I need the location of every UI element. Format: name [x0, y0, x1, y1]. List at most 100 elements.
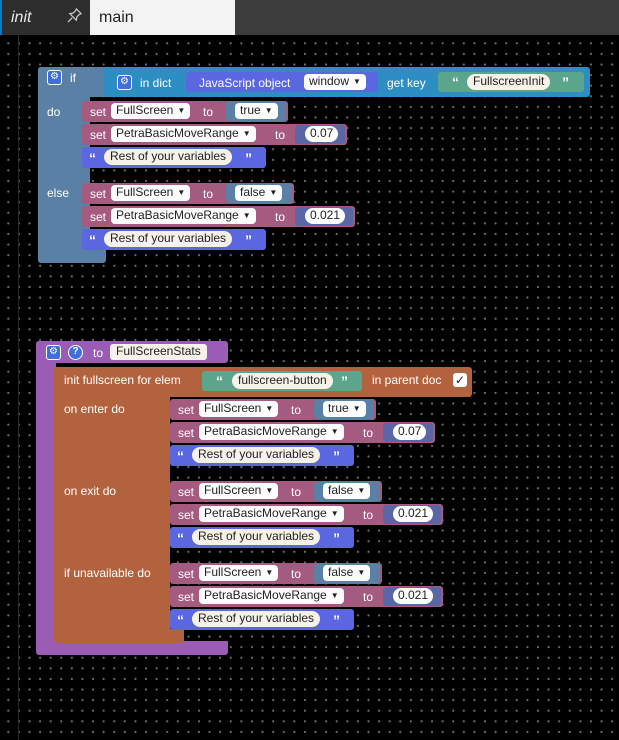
- close-quote-icon: ”: [245, 150, 252, 166]
- comment-text-field[interactable]: Rest of your variables: [192, 447, 321, 463]
- variable-dropdown[interactable]: FullScreen▼: [111, 103, 191, 119]
- set-label: set: [178, 485, 195, 499]
- open-quote-icon: “: [177, 612, 184, 628]
- open-quote-icon: “: [89, 150, 96, 166]
- in-dict-label: in dict: [140, 76, 172, 90]
- chevron-down-icon: ▼: [177, 106, 186, 115]
- comment-text-field[interactable]: Rest of your variables: [104, 231, 233, 247]
- close-quote-icon: ”: [333, 612, 340, 628]
- get-key-label: get key: [387, 76, 426, 90]
- to-label: to: [363, 590, 374, 604]
- boolean-value: false: [240, 185, 266, 199]
- set-label: set: [90, 210, 107, 224]
- variable-dropdown[interactable]: PetraBasicMoveRange▼: [111, 126, 256, 142]
- variable-dropdown[interactable]: PetraBasicMoveRange▼: [199, 588, 344, 604]
- variable-name: PetraBasicMoveRange: [204, 588, 327, 602]
- chevron-down-icon: ▼: [264, 106, 273, 115]
- key-text-field[interactable]: FullscreenInit: [467, 74, 551, 90]
- help-icon[interactable]: ?: [68, 345, 83, 360]
- chevron-down-icon: ▼: [330, 591, 339, 600]
- to-label: to: [291, 567, 302, 581]
- number-field[interactable]: 0.021: [393, 588, 434, 604]
- chevron-down-icon: ▼: [242, 129, 251, 138]
- on-enter-label: on enter do: [64, 402, 125, 416]
- number-field[interactable]: 0.07: [393, 424, 427, 440]
- to-label: to: [93, 346, 104, 360]
- tab-init[interactable]: init: [0, 0, 90, 35]
- variable-name: FullScreen: [204, 565, 262, 579]
- procedure-footer: [36, 641, 228, 655]
- chevron-down-icon: ▼: [353, 77, 361, 86]
- tab-main[interactable]: main: [90, 0, 235, 35]
- boolean-value: true: [240, 103, 261, 117]
- comment-text-field[interactable]: Rest of your variables: [192, 611, 321, 627]
- variable-dropdown[interactable]: PetraBasicMoveRange▼: [199, 506, 344, 522]
- parent-doc-checkbox[interactable]: ✓: [453, 373, 467, 387]
- comment-text-field[interactable]: Rest of your variables: [104, 149, 233, 165]
- close-quote-icon: ”: [333, 448, 340, 464]
- boolean-value: true: [328, 401, 349, 415]
- set-label: set: [178, 567, 195, 581]
- chevron-down-icon: ▼: [357, 486, 366, 495]
- boolean-dropdown[interactable]: false▼: [235, 185, 283, 201]
- close-quote-icon: ”: [245, 232, 252, 248]
- variable-dropdown[interactable]: PetraBasicMoveRange▼: [199, 424, 344, 440]
- open-quote-icon: “: [177, 448, 184, 464]
- gear-icon[interactable]: ⚙: [117, 75, 132, 90]
- close-quote-icon: ”: [562, 74, 569, 90]
- init-fullscreen-label: init fullscreen for elem: [64, 373, 181, 387]
- chevron-down-icon: ▼: [265, 568, 274, 577]
- chevron-down-icon: ▼: [242, 211, 251, 220]
- close-quote-icon: ”: [333, 530, 340, 546]
- gear-icon[interactable]: ⚙: [46, 345, 61, 360]
- tab-init-label: init: [11, 8, 32, 26]
- chevron-down-icon: ▼: [330, 427, 339, 436]
- boolean-dropdown[interactable]: false▼: [323, 483, 371, 499]
- comment-text-field[interactable]: Rest of your variables: [192, 529, 321, 545]
- variable-name: FullScreen: [116, 185, 174, 199]
- set-label: set: [178, 426, 195, 440]
- parent-doc-label: in parent doc: [372, 373, 442, 387]
- chevron-down-icon: ▼: [265, 486, 274, 495]
- variable-dropdown[interactable]: FullScreen▼: [199, 565, 279, 581]
- to-label: to: [203, 105, 214, 119]
- elem-text-field[interactable]: fullscreen-button: [232, 373, 333, 389]
- pin-icon[interactable]: [67, 7, 83, 27]
- open-quote-icon: “: [216, 373, 223, 389]
- if-block-spine: [38, 67, 90, 263]
- to-label: to: [363, 426, 374, 440]
- number-field[interactable]: 0.07: [305, 126, 339, 142]
- procedure-spine: [36, 341, 56, 654]
- set-label: set: [90, 128, 107, 142]
- chevron-down-icon: ▼: [352, 404, 361, 413]
- chevron-down-icon: ▼: [269, 188, 278, 197]
- to-label: to: [275, 210, 286, 224]
- variable-dropdown[interactable]: PetraBasicMoveRange▼: [111, 208, 256, 224]
- boolean-dropdown[interactable]: false▼: [323, 565, 371, 581]
- blocks-workspace[interactable]: ⚙ if do else ⚙ in dict JavaScript object…: [0, 35, 619, 740]
- open-quote-icon: “: [89, 232, 96, 248]
- to-label: to: [275, 128, 286, 142]
- editor-tab-bar: init main: [0, 0, 619, 35]
- variable-name: FullScreen: [204, 483, 262, 497]
- variable-dropdown[interactable]: FullScreen▼: [199, 483, 279, 499]
- variable-dropdown[interactable]: FullScreen▼: [199, 401, 279, 417]
- number-field[interactable]: 0.021: [393, 506, 434, 522]
- procedure-name-field[interactable]: FullScreenStats: [110, 344, 207, 360]
- boolean-dropdown[interactable]: true▼: [235, 103, 278, 119]
- number-field[interactable]: 0.021: [305, 208, 346, 224]
- chevron-down-icon: ▼: [357, 568, 366, 577]
- boolean-value: false: [328, 483, 354, 497]
- boolean-dropdown[interactable]: true▼: [323, 401, 366, 417]
- on-exit-label: on exit do: [64, 484, 117, 498]
- do-label: do: [47, 105, 61, 119]
- variable-name: PetraBasicMoveRange: [116, 208, 239, 222]
- variable-dropdown[interactable]: FullScreen▼: [111, 185, 191, 201]
- to-label: to: [291, 403, 302, 417]
- init-fullscreen-footer: [54, 629, 184, 643]
- js-object-dropdown[interactable]: window▼: [304, 74, 366, 90]
- set-label: set: [178, 508, 195, 522]
- js-object-label: JavaScript object: [199, 76, 291, 90]
- chevron-down-icon: ▼: [330, 509, 339, 518]
- gear-icon[interactable]: ⚙: [47, 70, 62, 85]
